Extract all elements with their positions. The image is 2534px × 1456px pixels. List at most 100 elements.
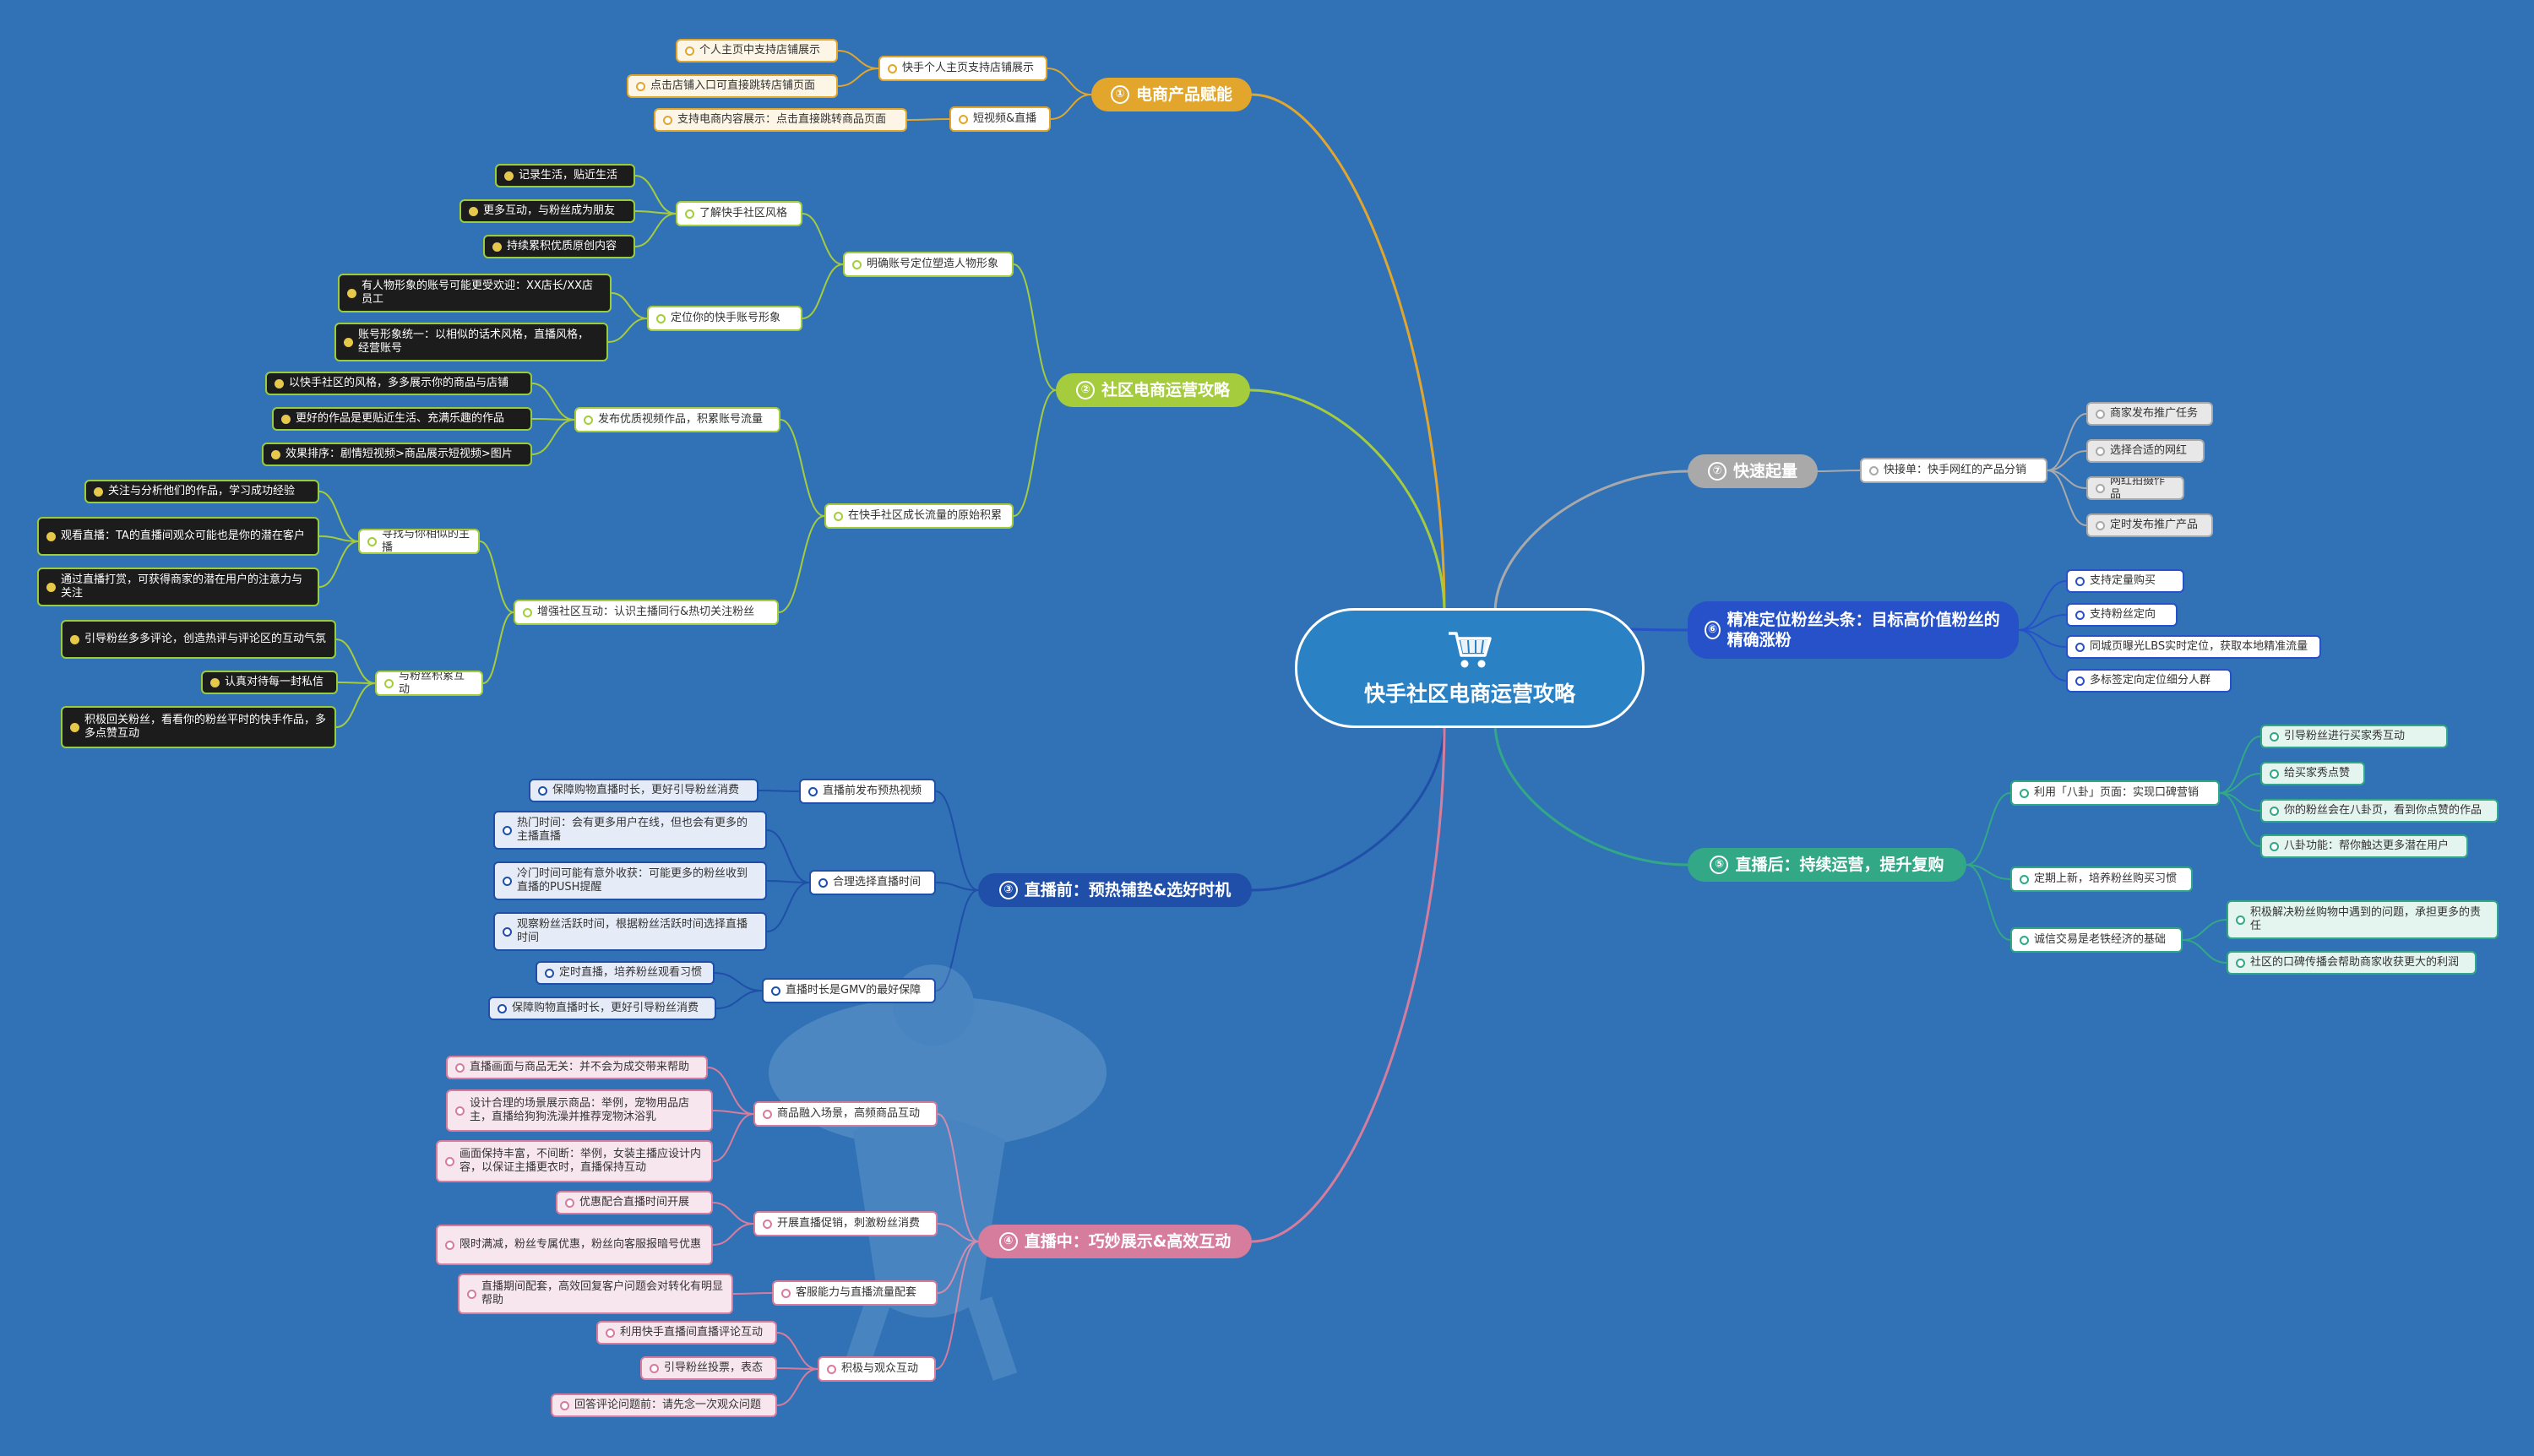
- leaf-b5-s3-l1[interactable]: 积极解决粉丝购物中遇到的问题，承担更多的责任: [2227, 900, 2499, 939]
- topic-b2-s1[interactable]: 明确账号定位塑造人物形象: [843, 252, 1014, 277]
- node-text: 更多互动，与粉丝成为朋友: [483, 204, 616, 217]
- leaf-b2-s1a-l1[interactable]: 记录生活，贴近生活: [495, 164, 635, 187]
- topic-b2-s2[interactable]: 在快手社区成长流量的原始积累: [824, 503, 1014, 529]
- topic-b2-s2a[interactable]: 发布优质视频作品，积累账号流量: [574, 407, 780, 432]
- topic-b7-s1[interactable]: 快接单：快手网红的产品分销: [1860, 458, 2047, 483]
- topic-b2-s2b2[interactable]: 与粉丝积累互动: [375, 671, 483, 696]
- leaf-b2-s2b2-l1[interactable]: 引导粉丝多多评论，创造热评与评论区的互动气氛: [61, 620, 336, 659]
- leaf-b4-s4-l2[interactable]: 引导粉丝投票，表态: [640, 1356, 777, 1380]
- bullet-icon: [2075, 610, 2085, 620]
- connector-line: [935, 882, 979, 891]
- node-text: 选择合适的网红: [2110, 444, 2188, 457]
- topic-b6-l4[interactable]: 多标签定向定位细分人群: [2066, 669, 2232, 693]
- topic-b3-s3[interactable]: 直播时长是GMV的最好保障: [762, 978, 936, 1003]
- node-text: 你的粉丝会在八卦页，看到你点赞的作品: [2284, 804, 2482, 817]
- connector-line: [1050, 94, 1092, 120]
- node-text: 引导粉丝进行买家秀互动: [2284, 730, 2406, 742]
- leaf-b3-s1-l1[interactable]: 保障购物直播时长，更好引导粉丝消费: [529, 779, 759, 802]
- leaf-b3-s2-l2[interactable]: 冷门时间可能有意外收获：可能更多的粉丝收到直播的PUSH提醒: [493, 861, 767, 900]
- topic-b1-s1[interactable]: 快手个人主页支持店铺展示: [878, 56, 1047, 81]
- topic-b4-s1[interactable]: 商品融入场景，高频商品互动: [753, 1101, 938, 1127]
- leaf-b2-s1a-l2[interactable]: 更多互动，与粉丝成为朋友: [459, 199, 635, 223]
- topic-b5-s3[interactable]: 诚信交易是老铁经济的基础: [2010, 927, 2183, 953]
- connector-line: [318, 541, 359, 588]
- leaf-b2-s2a-l2[interactable]: 更好的作品是更贴近生活、充满乐趣的作品: [272, 407, 532, 431]
- leaf-b7-s1-l3[interactable]: 网红拍摄作品: [2086, 476, 2184, 500]
- leaf-b2-s2a-l1[interactable]: 以快手社区的风格，多多展示你的商品与店铺: [265, 372, 532, 395]
- node-text: 与粉丝积累互动: [399, 671, 465, 696]
- leaf-b1-s1-l1[interactable]: 个人主页中支持店铺展示: [676, 39, 838, 62]
- leaf-b7-s1-l1[interactable]: 商家发布推广任务: [2086, 402, 2213, 426]
- bullet-icon: [2270, 731, 2279, 742]
- topic-b6-l2[interactable]: 支持粉丝定向: [2066, 603, 2178, 627]
- leaf-b2-s2a-l3[interactable]: 效果排序：剧情短视频>商品展示短视频>图片: [262, 443, 532, 466]
- topic-b2-s2b1[interactable]: 寻找与你相似的主播: [358, 529, 480, 554]
- topic-b5-s1[interactable]: 利用「八卦」页面：实现口碑营销: [2010, 780, 2220, 806]
- node-text: 快手个人主页支持店铺展示: [902, 62, 1035, 74]
- topic-b5-s2[interactable]: 定期上新，培养粉丝购买习惯: [2010, 867, 2193, 892]
- root-topic[interactable]: 快手社区电商运营攻略: [1295, 608, 1645, 728]
- leaf-b5-s1-l3[interactable]: 你的粉丝会在八卦页，看到你点赞的作品: [2260, 799, 2499, 823]
- connector-line: [2219, 792, 2261, 847]
- leaf-b4-s1-l1[interactable]: 直播画面与商品无关：并不会为成交带来帮助: [446, 1056, 708, 1079]
- leaf-b4-s2-l2[interactable]: 限时满减，粉丝专属优惠，粉丝向客服报暗号优惠: [436, 1225, 713, 1265]
- topic-b3-s2[interactable]: 合理选择直播时间: [809, 870, 936, 895]
- leaf-b4-s4-l3[interactable]: 回答评论问题前：请先念一次观众问题: [551, 1394, 777, 1417]
- topic-b4-s3[interactable]: 客服能力与直播流量配套: [772, 1280, 938, 1306]
- leaf-b7-s1-l4[interactable]: 定时发布推广产品: [2086, 513, 2213, 537]
- leaf-b3-s2-l3[interactable]: 观察粉丝活跃时间，根据粉丝活跃时间选择直播时间: [493, 912, 767, 951]
- topic-b6-l3[interactable]: 同城页曝光LBS实时定位，获取本地精准流量: [2066, 635, 2321, 659]
- leaf-b1-s2-l1[interactable]: 支持电商内容展示：点击直接跳转商品页面: [654, 108, 907, 132]
- leaf-b5-s1-l4[interactable]: 八卦功能：帮你触达更多潜在用户: [2260, 834, 2468, 858]
- leaf-b3-s3-l2[interactable]: 保障购物直播时长，更好引导粉丝消费: [488, 997, 716, 1020]
- leaf-b2-s2b2-l2[interactable]: 认真对待每一封私信: [201, 671, 338, 694]
- connector-line: [2182, 939, 2227, 964]
- leaf-b5-s1-l1[interactable]: 引导粉丝进行买家秀互动: [2260, 725, 2448, 748]
- leaf-b1-s1-l2[interactable]: 点击店铺入口可直接跳转店铺页面: [627, 74, 838, 98]
- topic-b3-s1[interactable]: 直播前发布预热视频: [799, 779, 936, 804]
- node-text: 冷门时间可能有意外收获：可能更多的粉丝收到直播的PUSH提醒: [517, 867, 748, 894]
- leaf-b4-s1-l3[interactable]: 画面保持丰富，不间断：举例，女装主播应设计内容，以保证主播更衣时，直播保持互动: [436, 1140, 713, 1182]
- leaf-b4-s1-l2[interactable]: 设计合理的场景展示商品：举例，宠物用品店主，直播给狗狗洗澡并推荐宠物沐浴乳: [446, 1089, 713, 1132]
- leaf-b4-s4-l1[interactable]: 利用快手直播间直播评论互动: [596, 1321, 777, 1345]
- node-text: 更好的作品是更贴近生活、充满乐趣的作品: [296, 412, 505, 425]
- bullet-icon: [663, 115, 672, 125]
- topic-b2-s1a[interactable]: 了解快手社区风格: [676, 201, 802, 226]
- leaf-b2-s2b1-l3[interactable]: 通过直播打赏，可获得商家的潜在用户的注意力与关注: [37, 568, 319, 606]
- leaf-b2-s2b1-l2[interactable]: 观看直播：TA的直播间观众可能也是你的潜在客户: [37, 517, 319, 556]
- topic-b2-s1b[interactable]: 定位你的快手账号形象: [647, 306, 802, 331]
- connector-line: [479, 541, 514, 613]
- topic-b1-s2[interactable]: 短视频&直播: [949, 106, 1051, 132]
- connector-line: [2018, 629, 2067, 682]
- leaf-b5-s1-l2[interactable]: 给买家秀点赞: [2260, 762, 2365, 785]
- bullet-icon: [347, 288, 356, 298]
- leaf-b5-s3-l2[interactable]: 社区的口碑传播会帮助商家收获更大的利润: [2227, 951, 2477, 975]
- leaf-b7-s1-l2[interactable]: 选择合适的网红: [2086, 439, 2205, 463]
- leaf-b4-s3-l1[interactable]: 直播期间配套，高效回复客户问题会对转化有明显帮助: [458, 1274, 733, 1314]
- topic-b4-s2[interactable]: 开展直播促销，刺激粉丝消费: [753, 1211, 938, 1236]
- node-text: 同城页曝光LBS实时定位，获取本地精准流量: [2090, 640, 2308, 653]
- leaf-b2-s2b1-l1[interactable]: 关注与分析他们的作品，学习成功经验: [84, 480, 319, 503]
- topic-b2-s2b[interactable]: 增强社区互动：认识主播同行&热切关注粉丝: [514, 600, 779, 625]
- leaf-b4-s2-l1[interactable]: 优惠配合直播时间开展: [556, 1191, 713, 1214]
- leaf-b3-s2-l1[interactable]: 热门时间：会有更多用户在线，但也会有更多的主播直播: [493, 811, 767, 850]
- leaf-b2-s1a-l3[interactable]: 持续累积优质原创内容: [483, 235, 635, 258]
- node-text: 记录生活，贴近生活: [519, 169, 618, 182]
- leaf-b2-s1b-l2[interactable]: 账号形象统一：以相似的话术风格，直播风格，经营账号: [334, 323, 608, 361]
- node-text: 观看直播：TA的直播间观众可能也是你的潜在客户: [61, 530, 305, 542]
- leaf-b2-s2b2-l3[interactable]: 积极回关粉丝，看看你的粉丝平时的快手作品，多多点赞互动: [61, 706, 336, 748]
- bullet-icon: [384, 678, 394, 688]
- topic-b6-l1[interactable]: 支持定量购买: [2066, 569, 2184, 593]
- leaf-b2-s1b-l1[interactable]: 有人物形象的账号可能更受欢迎：XX店长/XX店员工: [338, 274, 612, 312]
- topic-b4-s4[interactable]: 积极与观众互动: [818, 1356, 936, 1382]
- leaf-b3-s3-l1[interactable]: 定时直播，培养粉丝观看习惯: [536, 961, 715, 985]
- connector-line: [1250, 721, 1446, 892]
